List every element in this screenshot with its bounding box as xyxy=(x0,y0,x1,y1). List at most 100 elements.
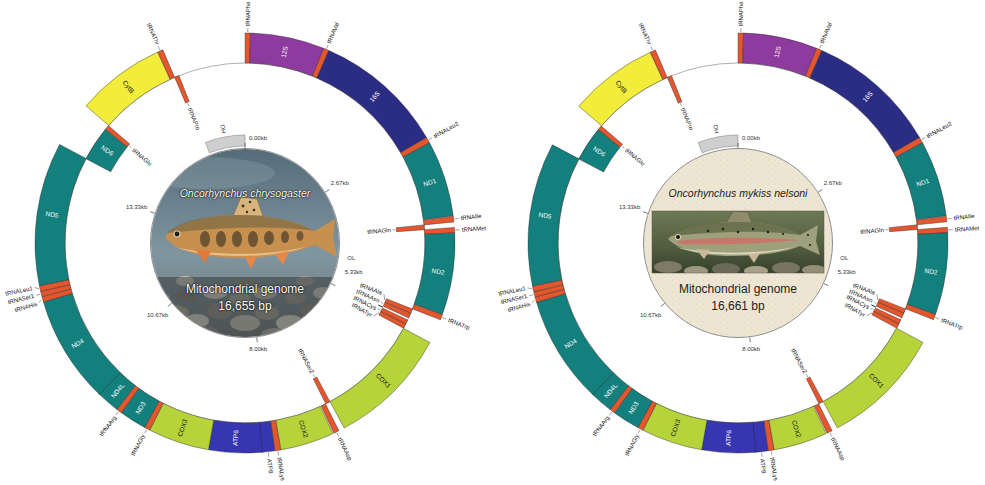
leader-line xyxy=(935,317,939,318)
leader-line xyxy=(651,46,653,50)
gene-label: tRNAArg xyxy=(592,415,611,438)
gene-label: tRNAGln xyxy=(367,227,391,235)
scale-label: 8.00kb xyxy=(742,346,760,352)
leader-line xyxy=(820,45,822,49)
gene-arc xyxy=(806,377,823,404)
scale-label: 2.67kb xyxy=(331,180,349,186)
gene-label: 16S xyxy=(368,91,381,104)
leader-line xyxy=(949,229,953,230)
scale-tick xyxy=(168,303,172,306)
leader-line xyxy=(129,146,131,148)
leader-line xyxy=(145,430,147,434)
gene-label: tRNALeu2 xyxy=(926,120,953,139)
gene-label: tRNAIle xyxy=(460,213,481,221)
gene-arc xyxy=(579,52,663,125)
gene-arc xyxy=(403,143,453,220)
origin-label: OL xyxy=(840,255,848,261)
gene-arc xyxy=(906,304,936,319)
gene-label: ND6 xyxy=(99,145,113,158)
origin-mark xyxy=(378,305,383,307)
gene-label: tRNAThr xyxy=(145,22,160,45)
gene-arc xyxy=(86,52,170,125)
scale-label: 8.00kb xyxy=(249,346,267,352)
gene-label: ATP8 xyxy=(759,458,767,473)
leader-line xyxy=(337,433,339,437)
gene-arc xyxy=(528,145,579,286)
gene-label: CytB xyxy=(614,80,628,95)
gene-arc xyxy=(414,233,455,315)
genome-ring xyxy=(35,33,455,453)
scale-label: 13.33kb xyxy=(126,204,147,210)
scale-label: 10.67kb xyxy=(640,312,661,318)
gene-arc xyxy=(208,420,262,453)
gene-label: COX1 xyxy=(867,372,884,389)
genome-title: Mitochondrial genome xyxy=(644,283,832,297)
leader-line xyxy=(922,138,925,140)
leader-line xyxy=(188,103,189,106)
gene-label: ND5 xyxy=(45,211,59,219)
leader-line xyxy=(761,453,762,457)
leader-line xyxy=(381,302,383,304)
gene-label: tRNAPro xyxy=(680,107,695,131)
gene-arc xyxy=(537,294,614,395)
gene-label: tRNAAsp xyxy=(830,437,846,462)
gene-arc xyxy=(245,33,250,63)
gene-label: ND3 xyxy=(134,401,146,415)
gene-arc xyxy=(276,406,333,449)
leader-line xyxy=(392,229,395,230)
scale-label: 5.33kb xyxy=(345,269,363,275)
gene-label: ND3 xyxy=(628,401,640,415)
origin-label: OH xyxy=(712,124,720,134)
gene-label: tRNATrp xyxy=(447,317,470,331)
scale-tick xyxy=(150,212,155,214)
leader-line xyxy=(268,453,269,457)
gene-label: tRNAGln xyxy=(860,227,884,235)
genome-title: Mitochondrial genome xyxy=(151,283,339,297)
leader-line xyxy=(116,412,118,415)
gene-arc xyxy=(175,76,190,104)
gene-label: ND1 xyxy=(423,178,437,188)
fish xyxy=(165,197,337,269)
scale-label: 13.33kb xyxy=(619,204,640,210)
scale-tick xyxy=(325,189,329,192)
gene-arc xyxy=(250,33,324,76)
gene-arc xyxy=(872,311,899,328)
gene-label: COX2 xyxy=(297,420,308,439)
leader-line xyxy=(39,300,42,303)
gene-label: tRNASer2 xyxy=(790,347,808,374)
gene-label: tRNAPhe xyxy=(738,1,744,26)
leader-line xyxy=(36,294,40,296)
leader-line xyxy=(455,218,459,219)
gene-label: ND2 xyxy=(431,268,445,276)
scale-label: 2.67kb xyxy=(824,180,842,186)
gene-label: tRNAAsp xyxy=(337,437,353,462)
gene-label: ND6 xyxy=(592,145,606,158)
leader-line xyxy=(948,218,952,219)
gene-label: tRNAArg xyxy=(98,415,117,438)
gene-arc xyxy=(579,130,620,173)
gene-label: tRNAGly xyxy=(624,434,640,457)
gene-label: 12S xyxy=(773,46,782,59)
fish-photo xyxy=(135,148,340,342)
gene-label: 16S xyxy=(861,91,874,104)
scale-tick xyxy=(331,284,336,286)
gene-label: tRNAMet xyxy=(954,225,979,232)
gene-label: tRNALeu2 xyxy=(433,120,460,139)
genome-ring xyxy=(528,33,948,453)
leader-line xyxy=(530,294,534,296)
leader-line xyxy=(377,308,380,309)
gene-arc xyxy=(396,225,424,232)
leader-line xyxy=(278,451,280,455)
gene-label: ND4L xyxy=(603,382,619,399)
gene-arc xyxy=(889,225,917,232)
gene-label: tRNALys xyxy=(769,457,779,481)
gene-arc xyxy=(424,216,454,225)
leader-lines xyxy=(35,28,953,457)
gene-arc xyxy=(313,377,330,404)
leader-line xyxy=(622,146,624,148)
leader-line xyxy=(740,28,741,32)
leader-line xyxy=(885,229,888,230)
leader-line xyxy=(374,313,379,316)
genome-disk: Oncorhynchus mykiss nelsoniMitochondrial… xyxy=(643,148,833,338)
